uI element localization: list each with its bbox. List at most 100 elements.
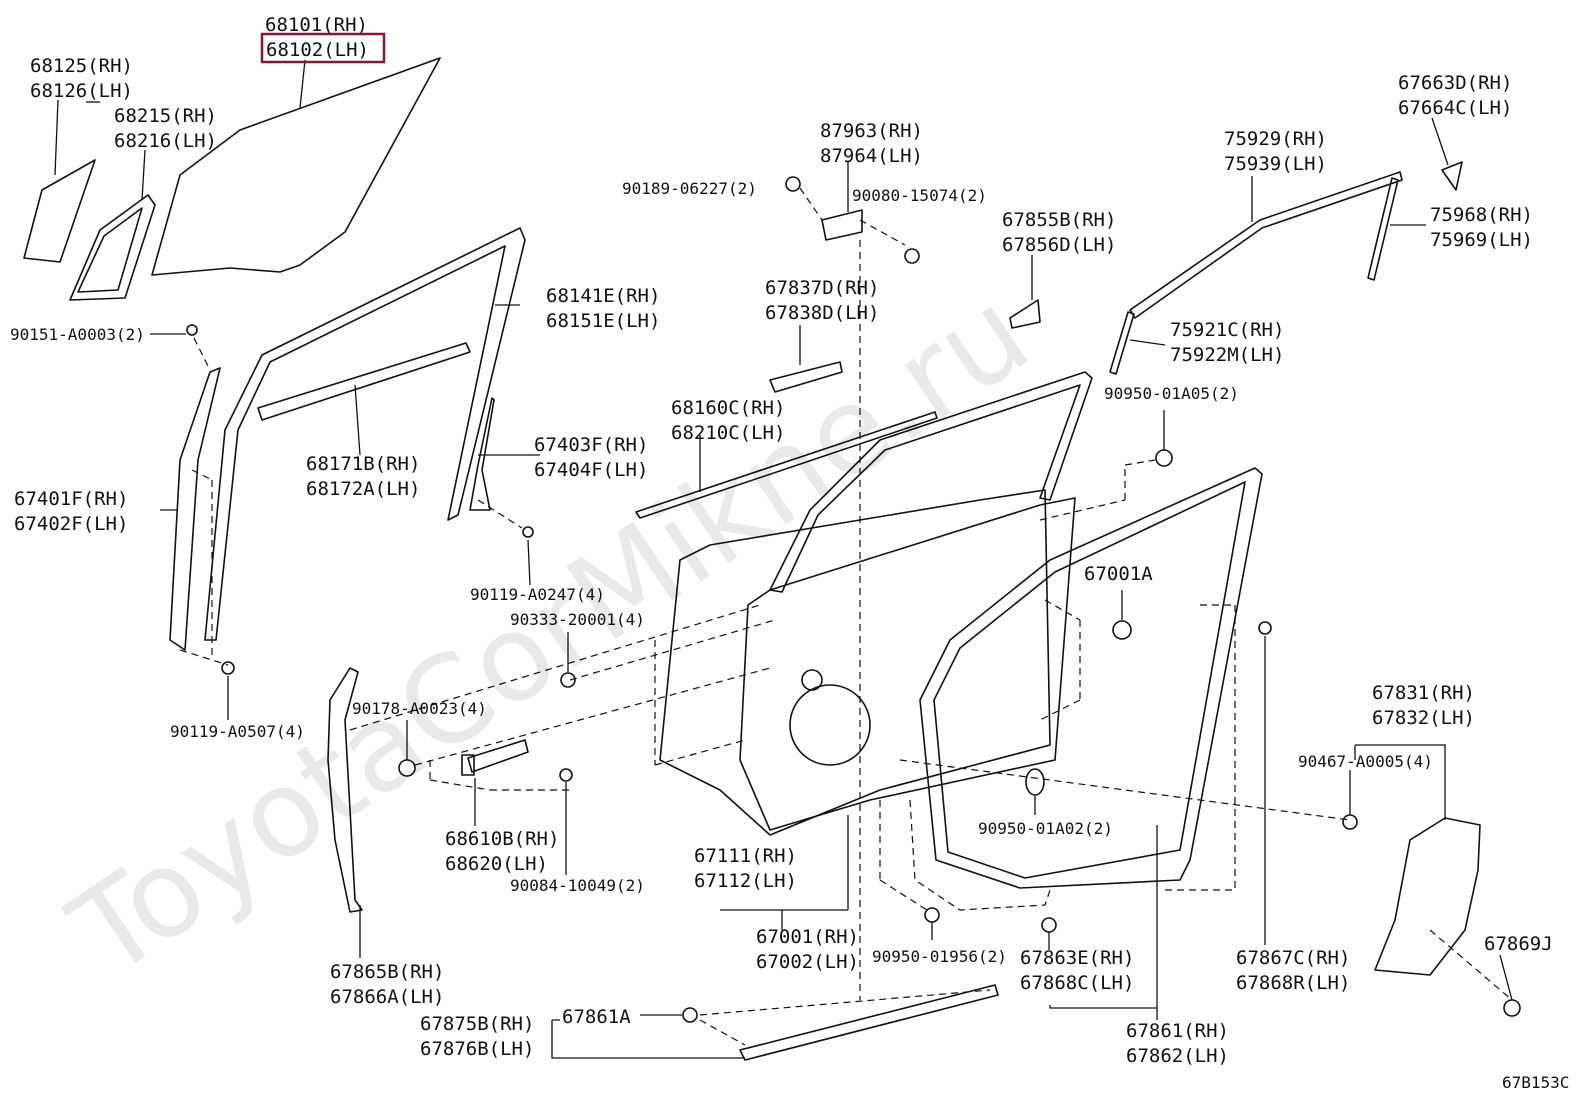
clip <box>522 526 534 538</box>
label-68216: 68216(LH) <box>114 130 217 152</box>
label-67862: 67862(LH) <box>1126 1045 1229 1067</box>
label-67403: 67403F(RH) <box>534 434 648 456</box>
bolt <box>398 759 416 777</box>
label-90151: 90151-A0003(2) <box>10 325 145 344</box>
label-67861a: 67861A <box>562 1006 631 1028</box>
label-75922: 75922M(LH) <box>1170 344 1284 366</box>
bracket-87963 <box>821 209 863 241</box>
bolt <box>785 176 801 192</box>
label-90950-01a05: 90950-01A05(2) <box>1104 384 1239 403</box>
label-68141: 68141E(RH) <box>546 285 660 307</box>
label-68125: 68125(RH) <box>30 55 133 77</box>
label-68172: 68172A(LH) <box>306 478 420 500</box>
diagram-code: 67B153C <box>1502 1073 1569 1092</box>
bracket-67855 <box>1009 299 1041 329</box>
label-67868c: 67868C(LH) <box>1020 972 1134 994</box>
label-67855: 67855B(RH) <box>1002 209 1116 231</box>
label-75929: 75929(RH) <box>1224 128 1327 150</box>
label-67402: 67402F(LH) <box>14 513 128 535</box>
label-68620: 68620(LH) <box>445 853 548 875</box>
label-67001: 67001(RH) <box>756 926 859 948</box>
label-87963: 87963(RH) <box>820 120 923 142</box>
label-90950-01956: 90950-01956(2) <box>872 947 1007 966</box>
label-67663: 67663D(RH) <box>1398 72 1512 94</box>
label-67875: 67875B(RH) <box>420 1013 534 1035</box>
pillar-moulding-rear <box>1367 177 1399 281</box>
cushion <box>1112 620 1132 640</box>
service-hole-cover <box>1374 817 1481 976</box>
label-75921: 75921C(RH) <box>1170 319 1284 341</box>
quarter-glass-frame <box>69 194 156 301</box>
frame-moulding <box>1129 171 1403 319</box>
part-labels: 68101(RH) 68102(LH) 68125(RH) 68126(LH) … <box>10 14 1569 1092</box>
clip <box>1258 621 1272 635</box>
label-68151: 68151E(LH) <box>546 310 660 332</box>
label-67831: 67831(RH) <box>1372 682 1475 704</box>
belt-moulding-inner <box>257 342 471 421</box>
bracket-67837 <box>769 361 843 393</box>
label-90084: 90084-10049(2) <box>510 876 645 895</box>
leader-lines <box>54 59 1513 1059</box>
hinge-side-seal <box>327 667 363 913</box>
plug <box>924 907 940 923</box>
label-75968: 75968(RH) <box>1430 204 1533 226</box>
label-68126: 68126(LH) <box>30 80 133 102</box>
label-90080: 90080-15074(2) <box>852 186 987 205</box>
label-90467: 90467-A0005(4) <box>1298 752 1433 771</box>
label-68102: 68102(LH) <box>266 39 369 61</box>
bolt <box>1342 814 1358 830</box>
door-check <box>467 739 529 773</box>
bolt <box>559 768 573 782</box>
door-inner-panel <box>739 497 1076 831</box>
label-90178: 90178-A0023(4) <box>352 699 487 718</box>
highlight-box <box>260 32 386 64</box>
door-sash <box>769 371 1093 593</box>
part-drawings <box>23 57 1521 1061</box>
quarter-glass <box>23 159 96 263</box>
glass-run-channel <box>204 227 526 641</box>
label-67111: 67111(RH) <box>694 845 797 867</box>
label-68171: 68171B(RH) <box>306 453 420 475</box>
label-90333: 90333-20001(4) <box>510 610 645 629</box>
belt-moulding-outer <box>635 411 938 519</box>
label-67002: 67002(LH) <box>756 951 859 973</box>
label-75939: 75939(LH) <box>1224 153 1327 175</box>
label-68101: 68101(RH) <box>265 14 368 36</box>
door-glass <box>151 57 441 276</box>
bolt <box>221 661 235 675</box>
dashed-guide-lines <box>179 187 1513 1046</box>
rear-channel <box>469 397 495 511</box>
door-outer-panel <box>659 489 1051 836</box>
label-67867: 67867C(RH) <box>1236 947 1350 969</box>
label-90950-01a02: 90950-01A02(2) <box>978 819 1113 838</box>
label-68210: 68210C(LH) <box>671 422 785 444</box>
label-67838: 67838D(LH) <box>765 302 879 324</box>
clip <box>1503 999 1521 1017</box>
bolt <box>560 672 576 688</box>
plug <box>1155 449 1173 467</box>
label-67868r: 67868R(LH) <box>1236 972 1350 994</box>
clip <box>186 324 198 336</box>
label-67863: 67863E(RH) <box>1020 947 1134 969</box>
label-68160: 68160C(RH) <box>671 397 785 419</box>
label-87964: 87964(LH) <box>820 145 923 167</box>
label-90119-a0507: 90119-A0507(4) <box>170 722 305 741</box>
label-67001a: 67001A <box>1084 563 1153 585</box>
front-channel <box>169 367 221 651</box>
label-90119-a0247: 90119-A0247(4) <box>470 585 605 604</box>
label-67869: 67869J <box>1484 933 1553 955</box>
label-67866: 67866A(LH) <box>330 986 444 1008</box>
corner-trim <box>1441 161 1463 191</box>
label-68610: 68610B(RH) <box>445 828 559 850</box>
label-68215: 68215(RH) <box>114 105 217 127</box>
clip <box>682 1007 698 1023</box>
label-67837: 67837D(RH) <box>765 277 879 299</box>
label-75969: 75969(LH) <box>1430 229 1533 251</box>
bolt <box>904 248 920 264</box>
pillar-moulding-front <box>1109 311 1135 375</box>
label-67876: 67876B(LH) <box>420 1038 534 1060</box>
label-67861: 67861(RH) <box>1126 1020 1229 1042</box>
label-67401: 67401F(RH) <box>14 488 128 510</box>
label-67112: 67112(LH) <box>694 870 797 892</box>
